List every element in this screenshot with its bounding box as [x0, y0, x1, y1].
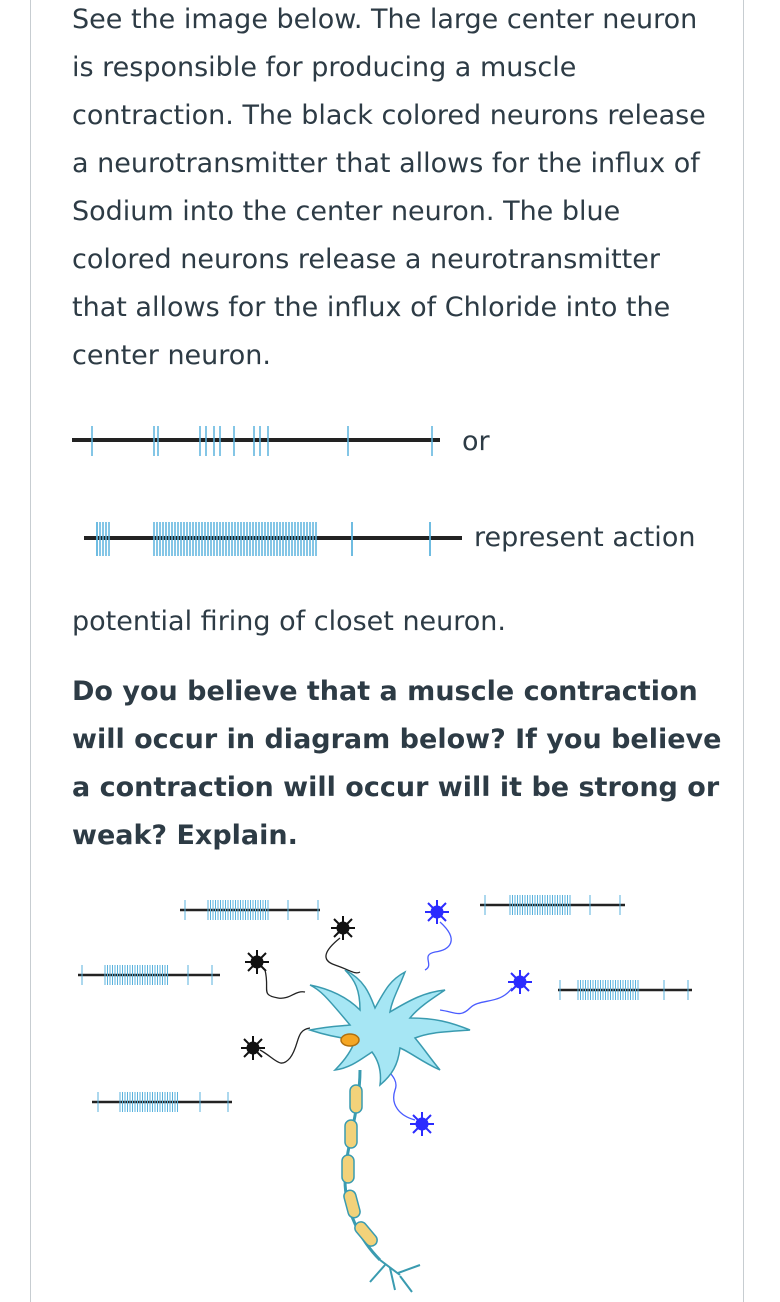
black-neuron-group: [241, 916, 355, 1060]
content-frame: [30, 0, 744, 1302]
neuron-diagram: [78, 895, 692, 1293]
spike-train-dense: [84, 522, 462, 556]
blue-neuron-group: [410, 900, 532, 1136]
spike-train-sparse: [72, 426, 440, 456]
axon-terminal: [369, 1259, 421, 1293]
center-axon: [341, 1069, 382, 1262]
question-paragraph: Do you believe that a muscle contraction…: [72, 676, 722, 851]
black-axons: [259, 937, 361, 1064]
center-neuron: [307, 969, 471, 1087]
legend-continuation: potential firing of closet neuron.: [72, 606, 507, 637]
intro-paragraph: See the image below. The large center ne…: [72, 4, 706, 371]
legend-represent-label: represent action: [474, 522, 696, 553]
legend-or-label: or: [462, 426, 490, 457]
